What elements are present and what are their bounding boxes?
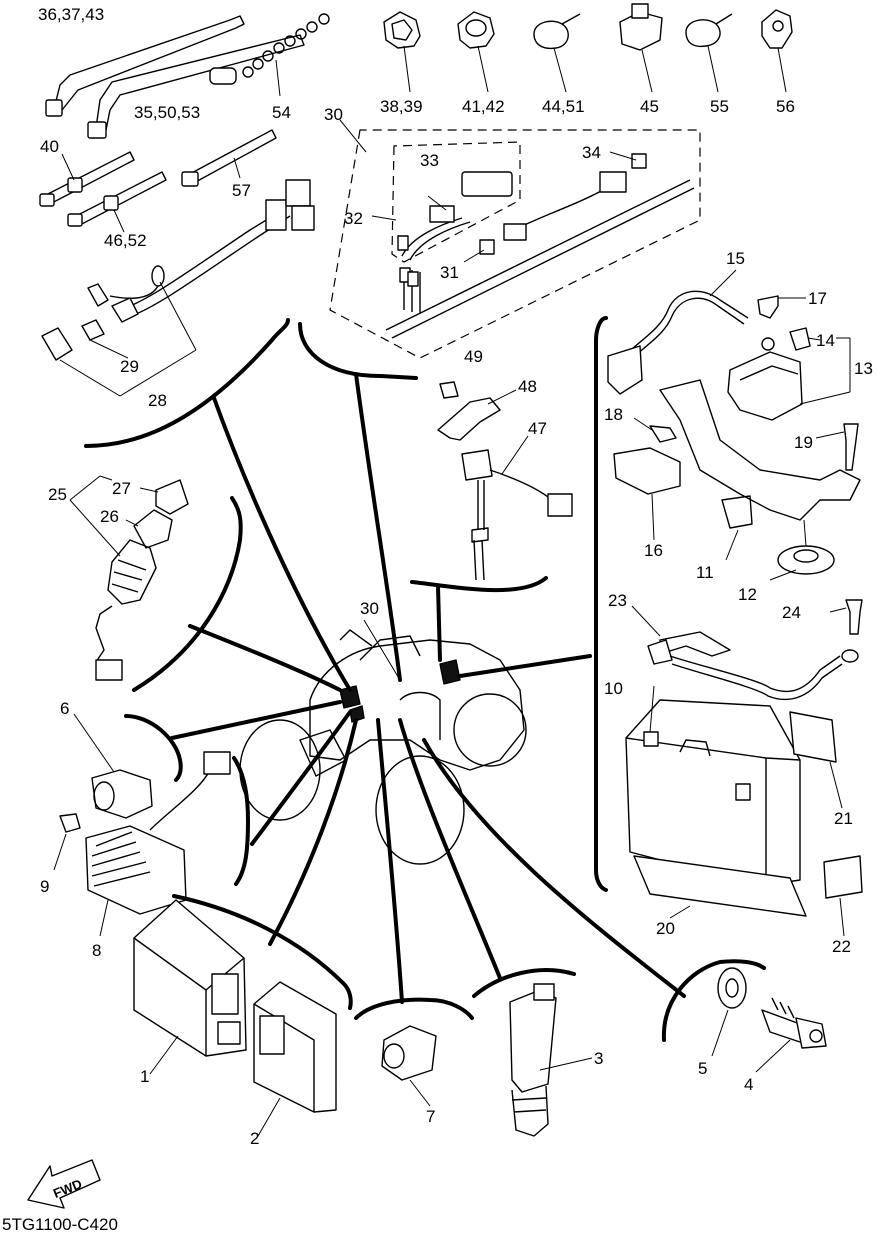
label-49: 49 [464, 347, 483, 366]
label-10: 10 [604, 679, 623, 698]
rectifier-regulator-8 [53, 751, 231, 937]
label-34: 34 [582, 143, 601, 162]
label-6: 6 [60, 699, 69, 718]
label-48: 48 [518, 377, 537, 396]
label-55: 55 [710, 97, 729, 116]
cable-tie-57 [181, 129, 277, 187]
washer-5 [711, 967, 747, 1057]
label-26: 26 [100, 507, 119, 526]
label-19: 19 [794, 433, 813, 452]
label-29: 29 [120, 357, 139, 376]
cdi-unit-1 [133, 899, 247, 1075]
label-16: 16 [644, 541, 663, 560]
label-46-52: 46,52 [104, 231, 147, 250]
atv-silhouette [239, 619, 527, 865]
label-23: 23 [608, 591, 627, 610]
label-9: 9 [40, 877, 49, 896]
label-38-39: 38,39 [380, 97, 423, 116]
label-30-center: 30 [360, 599, 379, 618]
label-22: 22 [832, 937, 851, 956]
label-17: 17 [808, 289, 827, 308]
cable-tie-40 [39, 151, 135, 207]
label-24: 24 [782, 603, 801, 622]
label-27: 27 [112, 479, 131, 498]
switch-6 [73, 713, 153, 819]
label-31: 31 [440, 263, 459, 282]
sensor-7 [381, 1025, 437, 1107]
label-1: 1 [140, 1067, 149, 1086]
label-3: 3 [594, 1049, 603, 1068]
sub-wire-harness [41, 179, 315, 397]
clip-55 [685, 13, 733, 93]
main-switch-group [69, 475, 189, 681]
label-45: 45 [640, 97, 659, 116]
label-41-42: 41,42 [462, 97, 505, 116]
label-8: 8 [92, 941, 101, 960]
label-25: 25 [48, 485, 67, 504]
label-32: 32 [344, 209, 363, 228]
label-7: 7 [426, 1107, 435, 1126]
label-20: 20 [656, 919, 675, 938]
label-54: 54 [272, 103, 291, 122]
ignition-coil-3 [509, 983, 593, 1137]
label-56: 56 [776, 97, 795, 116]
clamp-45 [619, 3, 663, 93]
clip-56 [761, 9, 793, 93]
thermo-switch-4 [755, 997, 827, 1073]
label-11: 11 [696, 563, 714, 582]
sensor-lead-47 [437, 381, 573, 581]
clamp-41 [457, 11, 495, 93]
label-35-50-53: 35,50,53 [134, 103, 200, 122]
clamp-38 [383, 11, 421, 93]
cable-tie-35 [87, 34, 305, 139]
label-12: 12 [738, 585, 757, 604]
label-14: 14 [816, 331, 835, 350]
label-30-top: 30 [324, 105, 343, 124]
label-5: 5 [698, 1059, 707, 1078]
label-2: 2 [250, 1129, 259, 1148]
clip-44 [533, 13, 581, 93]
starter-relay-group [607, 269, 861, 581]
label-47: 47 [528, 419, 547, 438]
label-15: 15 [726, 249, 745, 268]
connector-lines [84, 316, 766, 1042]
label-44-51: 44,51 [542, 97, 585, 116]
battery-group [625, 599, 863, 937]
label-21: 21 [834, 809, 853, 828]
label-33: 33 [420, 151, 439, 170]
cable-tie-46 [67, 171, 167, 233]
label-36-37-43: 36,37,43 [38, 5, 104, 24]
sub-lead-assembly-30 [329, 119, 701, 359]
label-28: 28 [148, 391, 167, 410]
label-18: 18 [604, 405, 623, 424]
unit-2 [253, 981, 337, 1137]
label-57: 57 [232, 181, 251, 200]
label-4: 4 [744, 1075, 753, 1094]
fwd-arrow-icon: FWD [27, 1159, 101, 1209]
label-13: 13 [854, 359, 873, 378]
bead-band-54 [209, 13, 330, 97]
label-40: 40 [40, 137, 59, 156]
drawing-code: 5TG1100-C420 [2, 1215, 118, 1234]
cable-tie-36 [45, 15, 245, 117]
